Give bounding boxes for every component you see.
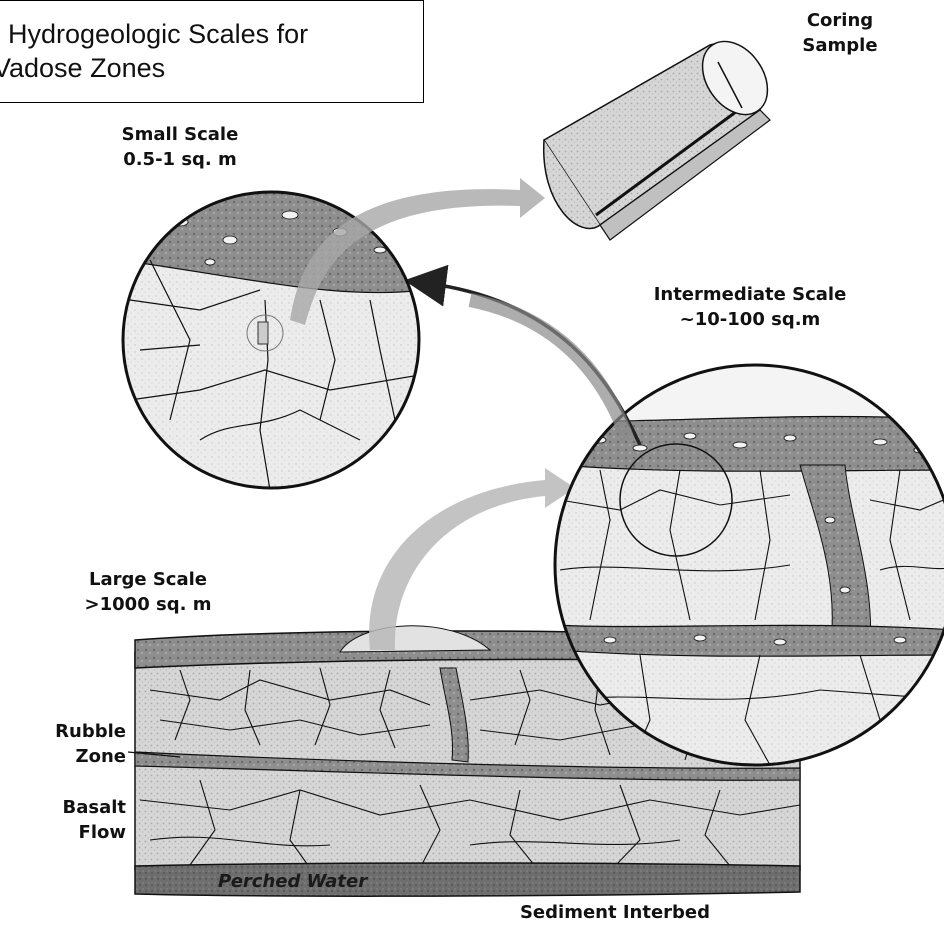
small-scale-label: Small Scale 0.5-1 sq. m (105, 122, 255, 172)
sediment-interbed-label: Sediment Interbed (480, 900, 750, 925)
figure-title-line2: Vadose Zones (0, 51, 413, 85)
zoom-arrow-intermediate-to-small (425, 283, 640, 445)
figure-title: . Hydrogeologic Scales for Vadose Zones (0, 0, 424, 103)
rubble-zone-label: Rubble Zone (0, 719, 126, 769)
intermediate-scale-label: Intermediate Scale ~10-100 sq.m (620, 282, 880, 332)
large-scale-label: Large Scale >1000 sq. m (68, 567, 228, 617)
coring-sample-cylinder (544, 29, 781, 240)
figure-title-line1: . Hydrogeologic Scales for (0, 17, 413, 51)
basalt-flow-label: Basalt Flow (0, 795, 126, 845)
small-scale-circle (120, 190, 425, 490)
mound (340, 626, 490, 652)
coring-sample-label: Coring Sample (790, 8, 890, 58)
intermediate-scale-circle (555, 365, 944, 765)
zoom-arrow-large-to-intermediate (369, 468, 575, 650)
perched-water-label: Perched Water (218, 871, 367, 892)
